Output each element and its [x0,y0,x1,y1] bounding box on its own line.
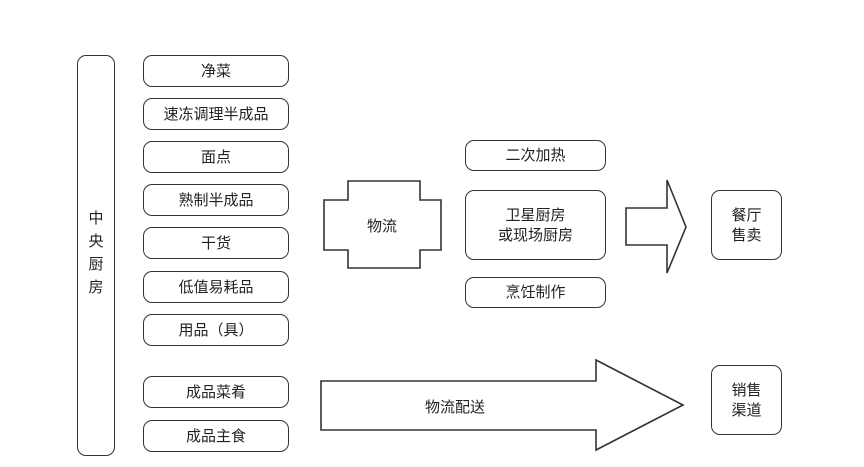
product-box-finished-staples: 成品主食 [143,420,289,452]
logistics-cross-shape [323,180,442,269]
product-label: 低值易耗品 [178,277,254,296]
product-label: 用品（具） [178,320,254,339]
product-label: 干货 [200,233,231,252]
distribution-arrow-shape [320,358,685,452]
central-kitchen-box: 中央厨房 [77,55,115,456]
logistics-label: 物流 [367,217,398,235]
restaurant-sales-line2: 售卖 [731,226,762,244]
product-label: 净菜 [200,61,231,80]
product-box-finished-dishes: 成品菜肴 [143,376,289,408]
reheat-label: 二次加热 [505,146,566,165]
product-box-utensils: 用品（具） [143,314,289,346]
product-box-clean-vegetables: 净菜 [143,55,289,87]
product-box-consumables: 低值易耗品 [143,271,289,303]
sales-channel-line2: 渠道 [731,401,762,419]
product-label: 成品主食 [185,426,246,445]
restaurant-sales-box: 餐厅 售卖 [711,190,782,260]
product-box-dry-goods: 干货 [143,227,289,259]
product-label: 速冻调理半成品 [163,104,269,123]
satellite-kitchen-line1: 卫星厨房 [505,205,566,224]
central-kitchen-label: 中央厨房 [86,209,105,302]
cooking-box: 烹饪制作 [465,277,606,308]
distribution-label: 物流配送 [425,398,486,416]
product-box-frozen-semi: 速冻调理半成品 [143,98,289,130]
product-label: 成品菜肴 [185,382,246,401]
satellite-kitchen-box: 卫星厨房 或现场厨房 [465,190,606,260]
reheat-box: 二次加热 [465,140,606,171]
product-box-pastry: 面点 [143,141,289,173]
satellite-kitchen-line2: 或现场厨房 [497,226,573,244]
sales-channel-line1: 销售 [731,380,762,399]
cooking-label: 烹饪制作 [505,283,566,302]
sales-channel-box: 销售 渠道 [711,365,782,435]
product-label: 熟制半成品 [178,190,254,209]
arrow-to-restaurant [625,179,687,274]
product-label: 面点 [200,147,231,166]
restaurant-sales-line1: 餐厅 [731,205,762,224]
product-box-cooked-semi: 熟制半成品 [143,184,289,216]
